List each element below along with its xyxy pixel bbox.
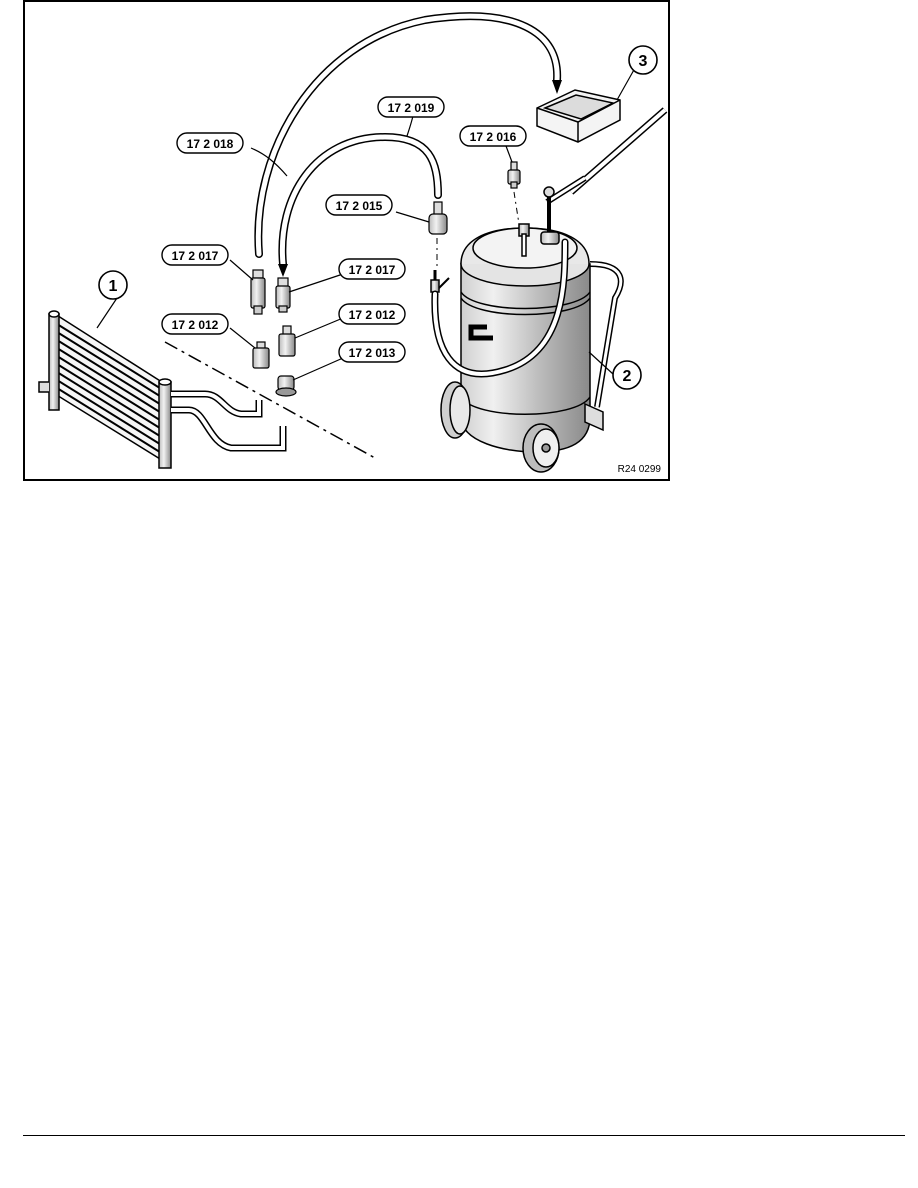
- svg-text:17 2 018: 17 2 018: [187, 137, 234, 151]
- alignment-lines: [436, 191, 520, 270]
- hose-17-2-018: [254, 12, 562, 258]
- fitting-17-2-017-right: [275, 277, 291, 313]
- svg-text:17 2 015: 17 2 015: [336, 199, 383, 213]
- svg-text:17 2 012: 17 2 012: [172, 318, 219, 332]
- svg-text:17 2 017: 17 2 017: [349, 263, 396, 277]
- svg-text:17 2 016: 17 2 016: [470, 130, 517, 144]
- tray-illustration: [536, 89, 621, 143]
- fitting-17-2-016: [507, 161, 521, 189]
- footer-divider: [23, 1135, 905, 1136]
- part-label-17-2-013: 17 2 013: [338, 341, 406, 363]
- fitting-17-2-012-right: [278, 325, 296, 357]
- fluid-extractor-illustration: [430, 107, 668, 473]
- callout-3: 3: [628, 45, 658, 75]
- svg-text:3: 3: [639, 53, 648, 70]
- svg-text:17 2 017: 17 2 017: [172, 249, 219, 263]
- technical-illustration: 1 2 3 17 2 018 17 2 019 17 2 016 17 2 01…: [23, 0, 670, 481]
- extractor-hose: [431, 238, 569, 378]
- part-label-17-2-012-right: 17 2 012: [338, 303, 406, 325]
- fittings: [250, 161, 521, 397]
- part-label-17-2-015: 17 2 015: [325, 194, 393, 216]
- svg-text:17 2 019: 17 2 019: [388, 101, 435, 115]
- figure-code: R24 0299: [618, 464, 662, 475]
- callout-1: 1: [98, 270, 128, 300]
- fitting-17-2-013: [275, 375, 297, 397]
- part-label-17-2-017-left: 17 2 017: [161, 244, 229, 266]
- part-label-17-2-012-left: 17 2 012: [161, 313, 229, 335]
- svg-text:1: 1: [109, 278, 118, 295]
- part-label-17-2-019: 17 2 019: [377, 96, 445, 118]
- leader-lines: [96, 67, 636, 381]
- svg-text:17 2 013: 17 2 013: [349, 346, 396, 360]
- hose-17-2-019: [278, 132, 442, 277]
- part-label-17-2-016: 17 2 016: [459, 125, 527, 147]
- fitting-17-2-012-left: [252, 341, 270, 369]
- svg-text:2: 2: [623, 368, 632, 385]
- radiator-illustration: [38, 310, 376, 469]
- radiator-fins: [56, 323, 164, 455]
- svg-text:17 2 012: 17 2 012: [349, 308, 396, 322]
- part-label-17-2-017-right: 17 2 017: [338, 258, 406, 280]
- part-label-17-2-018: 17 2 018: [176, 132, 244, 154]
- fitting-17-2-017-left: [250, 269, 266, 315]
- callout-2: 2: [612, 360, 642, 390]
- fitting-17-2-015: [428, 201, 448, 235]
